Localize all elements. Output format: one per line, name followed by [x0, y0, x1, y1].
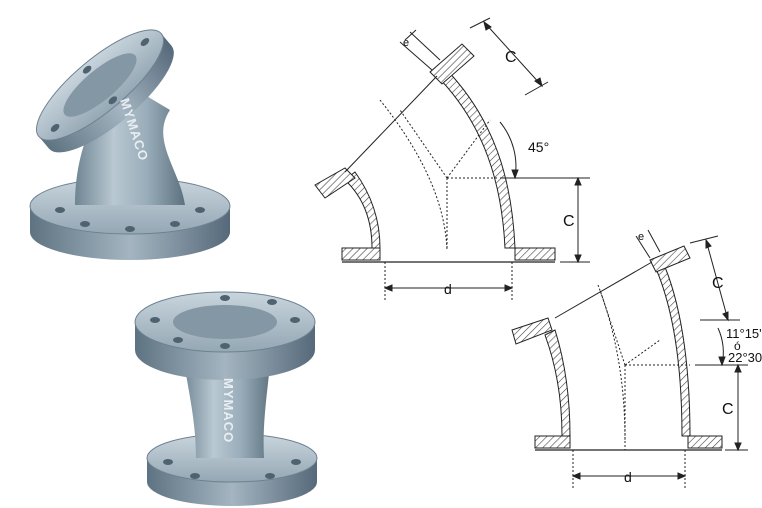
- dim-d-label-45: d: [444, 281, 452, 297]
- photo-elbow-45: MYMACO: [29, 29, 231, 260]
- angle-label-22-b: 22°30: [728, 350, 762, 365]
- brand-text-22: MYMACO: [221, 378, 236, 443]
- dim-c-top-label-45: C: [505, 49, 517, 66]
- dim-e-label-45: e: [403, 37, 409, 49]
- dim-e-label-22: e: [638, 231, 644, 243]
- angle-label-22-a: 11°15': [726, 326, 762, 341]
- drawing-elbow-22: [511, 229, 748, 488]
- dim-c-side-label-45: C: [563, 213, 575, 230]
- dim-c-side-label-22: C: [722, 401, 734, 418]
- drawing-elbow-45: [314, 17, 590, 300]
- dim-d-label-22: d: [624, 469, 632, 485]
- dim-c-top-label-22: C: [712, 275, 724, 292]
- photo-elbow-22: MYMACO: [134, 291, 318, 506]
- angle-label-22-or: ó: [734, 339, 741, 353]
- angle-label-45: 45°: [528, 139, 549, 155]
